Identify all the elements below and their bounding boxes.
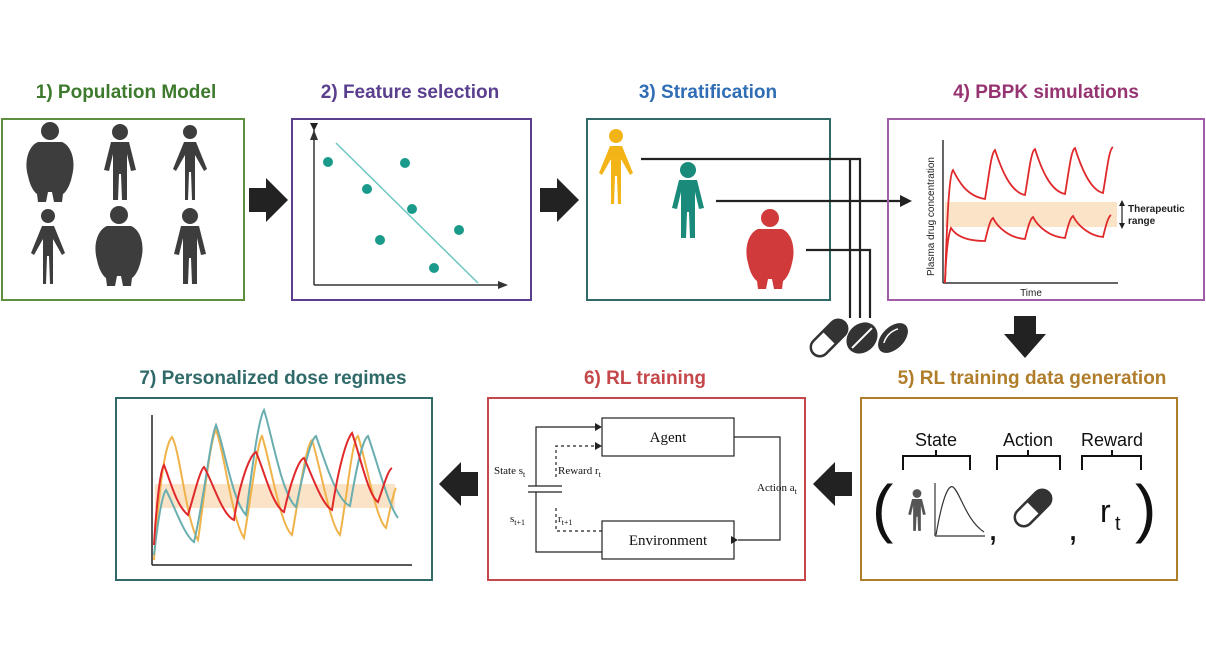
flow-arrow-down-icon [1004, 316, 1046, 358]
step-4-title: 4) PBPK simulations [953, 82, 1139, 103]
tuple-braces [902, 450, 1142, 470]
dose-curve-orange [153, 427, 397, 561]
arrow-head-icon [900, 195, 912, 207]
therapeutic-band [945, 202, 1117, 227]
person-icon [174, 208, 206, 284]
agent-label: Agent [650, 430, 687, 446]
pbpk-curve-high [944, 146, 1114, 284]
scatter-point [454, 225, 464, 235]
reward-symbol: r [1100, 493, 1111, 529]
scatter-point [429, 263, 439, 273]
step-7-box [115, 397, 433, 581]
person-icon [173, 125, 207, 200]
pills [805, 314, 908, 362]
reward-label: Reward rt [558, 465, 602, 479]
person-icon [31, 209, 65, 284]
therapeutic-label-2: range [1128, 216, 1156, 227]
arrow-head-icon [595, 423, 602, 431]
step-1-title: 1) Population Model [36, 82, 217, 103]
therapeutic-range-marker: Therapeutic range [1119, 200, 1185, 229]
pbpk-curve-low [944, 214, 1112, 284]
rl-loop-lines [528, 426, 781, 553]
state-person-icon [908, 489, 926, 531]
step-1-population-model: 1) Population Model [1, 82, 245, 301]
scatter-point [375, 235, 385, 245]
action-label: Action at [757, 482, 798, 496]
axis-arrow-icon [498, 281, 508, 289]
person-icon [104, 124, 136, 200]
population-people [26, 122, 207, 286]
step-4-box [887, 118, 1205, 301]
step-6-title: 6) RL training [584, 368, 706, 389]
next-state-label: st+1 [510, 513, 525, 527]
step-6-box [487, 397, 806, 581]
step-7-personalized-dose: 7) Personalized dose regimes [115, 368, 433, 581]
scatter-point [400, 158, 410, 168]
next-reward-label: rt+1 [558, 513, 572, 527]
tuple-state-label: State [915, 430, 957, 450]
tuple-action-label: Action [1003, 430, 1053, 450]
pill-icon [805, 314, 853, 362]
flow-arrow-left-icon [439, 462, 478, 506]
open-paren: ( [872, 472, 893, 544]
reward-subscript: t [1115, 513, 1121, 535]
pbpk-x-label: Time [1020, 288, 1042, 299]
stratification-connectors [641, 157, 908, 318]
pbpk-y-label: Plasma drug concentration [926, 157, 937, 276]
step-2-box [291, 118, 532, 301]
dose-curve-teal [153, 407, 399, 556]
flow-arrow-left-icon [813, 462, 852, 506]
scatter-points [323, 157, 464, 273]
state-label: State st [494, 465, 526, 479]
person-yellow-icon [599, 129, 633, 204]
scatter-point [407, 204, 417, 214]
step-6-rl-training: 6) RL training Agent Environment Action … [487, 368, 806, 581]
step-5-rl-data-generation: 5) RL training data generation State Act… [860, 368, 1178, 581]
step-4-pbpk-simulations: 4) PBPK simulations Plasma drug concentr… [887, 82, 1205, 301]
axis-arrow-icon [310, 130, 318, 140]
step-3-title: 3) Stratification [639, 82, 777, 103]
person-icon [95, 206, 143, 286]
therapeutic-label-1: Therapeutic [1128, 204, 1185, 215]
arrow-head-icon [731, 536, 738, 544]
state-mini-chart-icon [934, 483, 985, 537]
comma-2: , [1068, 507, 1078, 548]
arrow-head-icon [595, 442, 602, 450]
capsule-icon [878, 323, 908, 353]
comma-1: , [988, 507, 998, 548]
environment-label: Environment [629, 533, 708, 549]
step-5-box [860, 397, 1178, 581]
person-icon [26, 122, 74, 202]
step-3-stratification: 3) Stratification [586, 82, 912, 318]
tuple-reward-label: Reward [1081, 430, 1143, 450]
agent-box [601, 417, 735, 457]
scatter-point [362, 184, 372, 194]
step-2-title: 2) Feature selection [321, 82, 499, 103]
step-1-box [1, 118, 245, 301]
action-pill-icon [1009, 484, 1057, 532]
person-teal-icon [672, 162, 704, 238]
step-5-title: 5) RL training data generation [898, 368, 1167, 389]
person-red-icon [746, 209, 794, 289]
tablet-icon [846, 322, 878, 354]
step-2-feature-selection: 2) Feature selection [291, 82, 532, 301]
dose-curve-red [153, 431, 393, 546]
step-3-box [586, 118, 831, 301]
flow-arrow-icon [249, 178, 288, 222]
scatter-point [323, 157, 333, 167]
environment-box [601, 520, 735, 560]
step-7-title: 7) Personalized dose regimes [139, 368, 406, 389]
flow-arrow-icon [540, 178, 579, 222]
close-paren: ) [1135, 472, 1156, 544]
regression-line [335, 142, 479, 284]
